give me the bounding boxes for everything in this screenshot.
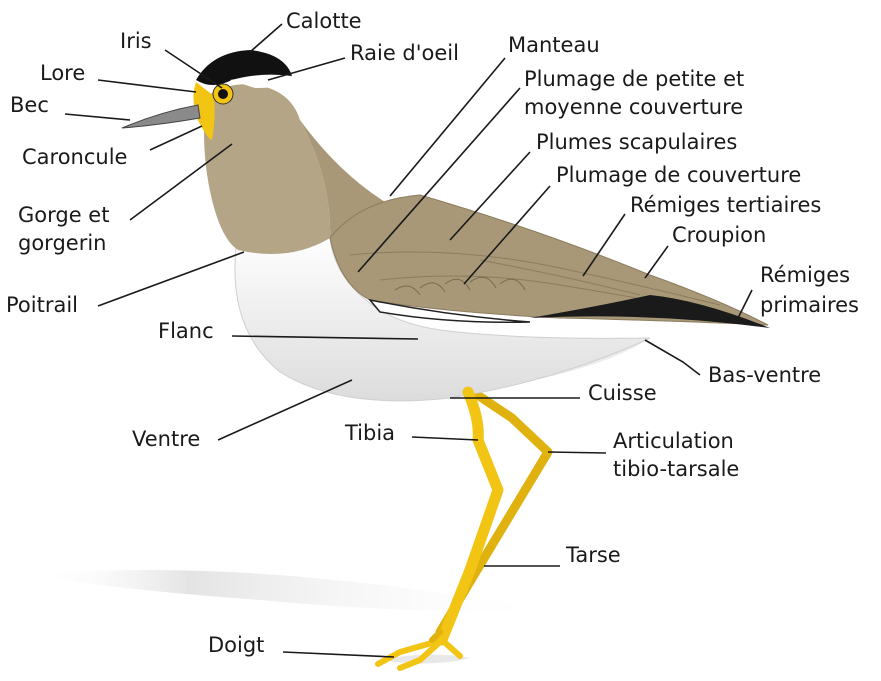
label-remiges-primaires-2: primaires [760, 293, 859, 317]
leader-calotte [250, 24, 282, 52]
leader-doigt [283, 652, 394, 657]
leader-bec [65, 114, 130, 120]
label-iris: Iris [120, 29, 152, 53]
label-caroncule: Caroncule [22, 145, 127, 169]
label-cuisse: Cuisse [588, 381, 657, 405]
label-remiges-primaires-1: Rémiges [760, 263, 850, 287]
leader-articulation [548, 452, 606, 453]
label-manteau: Manteau [508, 33, 600, 57]
label-croupion: Croupion [672, 223, 766, 247]
label-gorge-1: Gorge et [18, 203, 109, 227]
label-bec: Bec [10, 93, 49, 117]
label-articulation-2: tibio-tarsale [613, 457, 739, 481]
neck-tan [204, 84, 330, 254]
ground-shadow [30, 570, 560, 611]
label-articulation-1: Articulation [613, 429, 734, 453]
near-foot [378, 640, 460, 668]
label-raie-oeil: Raie d'oeil [350, 41, 459, 65]
label-lore: Lore [40, 61, 85, 85]
label-gorge-2: gorgerin [18, 231, 106, 255]
label-plumage-petite-1: Plumage de petite et [524, 67, 744, 91]
label-poitrail: Poitrail [6, 293, 78, 317]
leader-manteau [390, 58, 505, 196]
label-bas-ventre: Bas-ventre [708, 363, 821, 387]
label-plumage-couverture: Plumage de couverture [556, 163, 801, 187]
label-remiges-tertiaires: Rémiges tertiaires [630, 193, 821, 217]
leader-tibia [412, 437, 478, 440]
beak [122, 105, 200, 128]
label-calotte: Calotte [286, 9, 362, 33]
label-flanc: Flanc [158, 319, 214, 343]
label-plumes-scapulaires: Plumes scapulaires [536, 130, 737, 154]
leader-croupion [645, 246, 668, 278]
label-ventre: Ventre [132, 427, 200, 451]
label-tarse: Tarse [565, 543, 621, 567]
leader-poitrail [98, 252, 244, 306]
label-doigt: Doigt [208, 633, 264, 657]
leader-lore [98, 80, 196, 92]
leader-caroncule [150, 126, 202, 150]
leader-basventre [645, 340, 700, 375]
label-tibia: Tibia [344, 421, 395, 445]
eye-pupil [218, 89, 228, 99]
leader-ventre [218, 380, 352, 440]
label-plumage-petite-2: moyenne couverture [524, 95, 743, 119]
